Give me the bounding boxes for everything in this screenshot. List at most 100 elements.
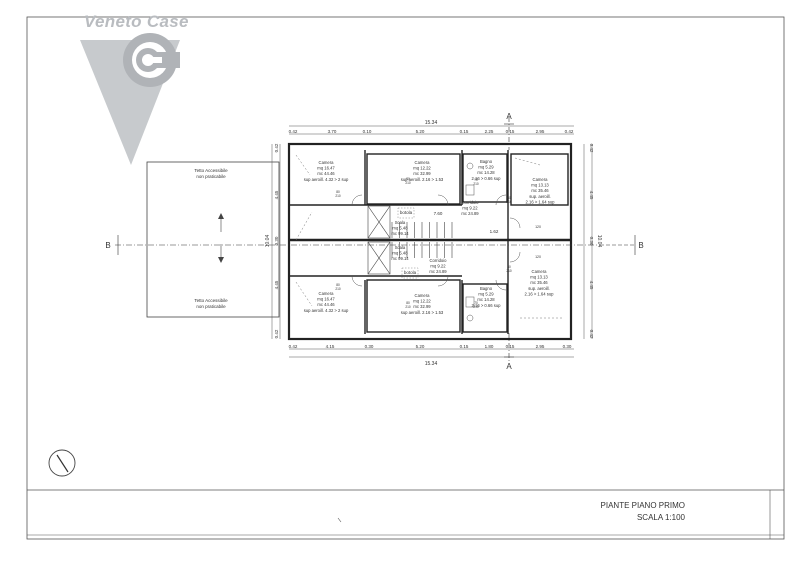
dim-right-total: 10.04 [596, 235, 602, 248]
room-bagno-a-line-0: Bagno [480, 159, 493, 164]
bathroom-fixtures [465, 162, 475, 322]
door-label-d3-0: 70 [474, 178, 478, 182]
dim-total-top: 15.34 [425, 120, 438, 126]
room-scala-b-line-0: Scala [395, 245, 406, 250]
door-label-d7-1: 210 [473, 305, 479, 309]
room-camera-c-line-0: Camera [533, 177, 549, 182]
dim-left-1: 4.45 [274, 190, 279, 199]
room-camera-d-line-2: mc 35.46 [530, 280, 548, 285]
room-camera-a-line-3: sup aeroill. 4.32 > 2 sup [304, 177, 349, 182]
door-label-d3-1: 210 [473, 182, 479, 186]
dim-right-col: 0.424.450.304.450.42 [589, 144, 594, 339]
logo-mark [80, 33, 180, 165]
room-bagno-b-line-2: mc 14.28 [477, 297, 495, 302]
room-camera-a-line-0: Camera [319, 160, 335, 165]
dim-right-2: 0.30 [589, 237, 594, 246]
door-label-d8-1: 210 [506, 269, 512, 273]
room-camera-b-line-0: Camera [415, 160, 431, 165]
section-line-b [115, 235, 636, 255]
dim-bottom-3: 5.20 [416, 344, 425, 349]
dim-bottom-7: 2.95 [536, 344, 545, 349]
logo-wordmark: Veneto Case [84, 12, 189, 31]
door-label-d6-0: 80 [406, 301, 410, 305]
dim-top-6: 0.15 [506, 129, 515, 134]
room-camera-b-line-3: sup aeroill. 2.16 > 1.53 [401, 177, 444, 182]
dim-left-4: 0.42 [274, 329, 279, 338]
dimension-lines [271, 125, 593, 358]
roof-terrace [146, 161, 280, 318]
room-camera-c-line-4: 2.16 > 1.64 sup [526, 199, 556, 204]
room-camera-f-line-1: mq 12.22 [413, 299, 431, 304]
room-camera-f-line-3: sup aeroill. 2.16 > 1.53 [401, 310, 444, 315]
dim-bottom-0: 0.42 [289, 344, 298, 349]
room-camera-e-line-2: mc 44.46 [317, 302, 335, 307]
door-label-d7-0: 70 [474, 301, 478, 305]
dim-top-0: 0.42 [289, 129, 298, 134]
door-label-d2-1: 210 [405, 181, 411, 185]
dim-right-1: 4.45 [589, 191, 594, 200]
room-camera-c-line-3: sup. aeroill. [529, 194, 550, 199]
room-camera-c-line-2: mc 35.46 [531, 188, 549, 193]
botola-label-upper: botola [400, 210, 413, 215]
room-scala-b-line-1: mq 5.48 [392, 251, 408, 256]
room-corridoio-b-line-1: mq 9.22 [430, 264, 446, 269]
dim-left-total: 10.04 [265, 235, 271, 248]
drawing-title: PIANTE PIANO PRIMO [600, 501, 685, 510]
window-label-upper: 120 [535, 225, 541, 229]
room-camera-c-line-1: mq 13.13 [531, 183, 549, 188]
room-bagno-a-line-3: 2.16 > 0.66 sup [472, 176, 502, 181]
room-camera-e-line-3: sup aeroill. 4.32 > 2 sup [304, 308, 349, 313]
door-label-d4-0: 80 [507, 196, 511, 200]
room-corridoio-b-line-0: Corridoio [430, 258, 448, 263]
room-camera-f-line-2: mc 32.99 [413, 304, 431, 309]
dim-right-3: 4.45 [589, 281, 594, 290]
dim-right-4: 0.42 [589, 330, 594, 339]
room-corridoio-a-line-1: mq 9.22 [462, 206, 478, 211]
orientation-symbol [48, 449, 76, 477]
section-mark-b-right: B [638, 241, 643, 250]
room-bagno-b-line-1: mq 5.29 [478, 292, 494, 297]
dim-left-2: 0.30 [274, 236, 279, 245]
door-label-d4-1: 210 [506, 200, 512, 204]
interior-walls [289, 150, 569, 334]
room-scala-a-line-0: Scala [395, 220, 406, 225]
room-camera-d-line-1: mq 13.13 [530, 275, 548, 280]
room-bagno-a-line-1: mq 5.29 [478, 165, 494, 170]
dim-bottom-2: 0.30 [365, 344, 374, 349]
botola-label-lower: botola [404, 270, 417, 275]
botola-box-upper [397, 207, 415, 219]
room-camera-a-line-1: mq 16.47 [317, 166, 335, 171]
room-camera-b-line-2: mc 32.99 [413, 171, 431, 176]
dim-bottom-5: 1.80 [485, 344, 494, 349]
wardrobe-hatch [295, 154, 562, 319]
room-camera-d-line-0: Camera [532, 269, 548, 274]
room-camera-f-line-0: Camera [415, 293, 431, 298]
room-camera-e-line-1: mq 16.47 [317, 297, 335, 302]
door-label-d2-0: 80 [406, 177, 410, 181]
room-scala-b-line-2: mc 99.14 [391, 256, 409, 261]
building-outline [287, 142, 573, 341]
room-corridoio-a-line-0: Corridoio [462, 200, 480, 205]
dim-top-1: 3.70 [328, 129, 337, 134]
room-camera-b-line-1: mq 12.22 [413, 166, 431, 171]
door-label-d8-0: 80 [507, 265, 511, 269]
door-label-d5-1: 210 [335, 287, 341, 291]
dim-top-7: 2.95 [536, 129, 545, 134]
window-label-lower: 120 [535, 255, 541, 259]
dim-left-col: 0.424.450.304.450.42 [274, 143, 279, 338]
door-swings [351, 194, 521, 291]
room-scala-a-line-1: mq 5.48 [392, 226, 408, 231]
roof-label-bottom-2: non praticabile [196, 304, 226, 309]
dim-bottom-8: 0.30 [563, 344, 572, 349]
roof-label-bottom-1: Tetto Accessibile [194, 298, 228, 303]
stray-mark [337, 517, 342, 523]
roof-label-top-2: non praticabile [196, 174, 226, 179]
door-label-d1-1: 210 [335, 194, 341, 198]
room-bagno-b-line-3: 2.16 > 0.66 sup [472, 303, 502, 308]
